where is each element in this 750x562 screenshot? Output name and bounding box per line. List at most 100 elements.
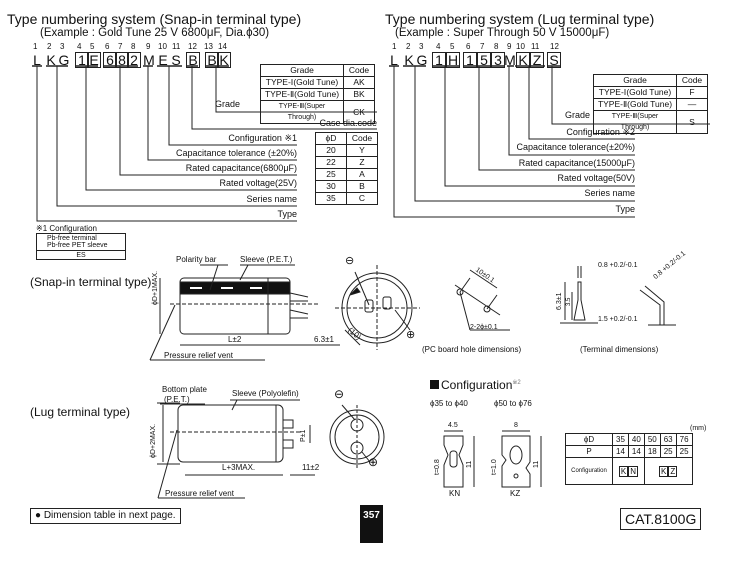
td: Y: [346, 144, 378, 157]
code-char: 2: [127, 52, 141, 68]
th: ϕD: [315, 132, 347, 145]
code-char: 3: [491, 52, 505, 68]
td: Configuration: [565, 457, 613, 485]
pos: 1: [392, 42, 397, 51]
lug-captol-label: Capacitance tolerance(±20%): [516, 142, 635, 152]
lug-capacitor-side-view: [157, 399, 315, 499]
pos: 1: [33, 42, 38, 51]
snap-series-label: Series name: [246, 194, 297, 204]
td: 40: [627, 433, 645, 446]
case-dia-label: Case dia.code: [319, 118, 377, 128]
code-char: 8: [115, 52, 129, 68]
td: 25: [659, 445, 677, 458]
td: 25: [675, 445, 693, 458]
td: S: [676, 110, 708, 134]
pos: 7: [118, 42, 123, 51]
pos: 9: [146, 42, 151, 51]
kn-thickness: t=0.8: [434, 459, 441, 475]
td: ϕD: [565, 433, 613, 446]
lug-capacitor-end-view: [329, 404, 385, 470]
config-range1: ϕ35 to ϕ40: [430, 399, 468, 408]
note-line: Pb-free PET sleeve: [47, 242, 108, 249]
th: Code: [346, 132, 378, 145]
snap-ratedcap-label: Rated capacitance(6800μF): [185, 163, 297, 173]
td: 25: [315, 168, 347, 181]
code-char: S: [171, 52, 181, 68]
pos: 7: [480, 42, 485, 51]
lug-config-label: Configuration ※2: [566, 127, 635, 137]
kn-height: 11: [466, 460, 473, 468]
bottom-plate-label: Bottom plate: [162, 385, 207, 394]
pos: 4: [77, 42, 82, 51]
pos: 3: [419, 42, 424, 51]
td: 35: [315, 192, 347, 205]
code-char: M: [143, 52, 155, 68]
code-char: 1: [463, 52, 477, 68]
td: AK: [343, 76, 375, 89]
td: TYPE-Ⅰ(Gold Tune): [260, 76, 344, 89]
pcb-hole-diagram: [454, 269, 510, 331]
snap-type-label: Type: [277, 209, 297, 219]
bottom-plate-label-2: (P.E.T.): [164, 395, 190, 404]
pos: 9: [507, 42, 512, 51]
pos: 5: [90, 42, 95, 51]
note-line: Pb-free terminal: [47, 235, 97, 242]
kz-label: KZ: [510, 489, 521, 498]
kz-lug-shape: [501, 430, 542, 488]
td: 50: [643, 433, 661, 446]
terminal-dimension-diagram: [560, 266, 676, 326]
td: BK: [343, 88, 375, 101]
plus-icon: ⊕: [368, 455, 379, 469]
lug-lead-label: 11±2: [302, 463, 320, 472]
th: Code: [343, 64, 375, 77]
code-char: K: [404, 52, 414, 68]
snap-capacitor-side-view: [149, 264, 340, 361]
code-char: 5: [477, 52, 491, 68]
config-mark: ※2: [512, 380, 521, 386]
lug-length-label: L+3MAX.: [222, 463, 256, 472]
th: Code: [676, 74, 708, 87]
minus-icon: ⊖: [334, 387, 345, 401]
lug-example: (Example : Super Through 50 V 15000μF): [395, 27, 610, 39]
kz-height: 11: [533, 460, 540, 468]
page-number: 357: [360, 505, 383, 543]
snap-grade-label: Grade: [214, 99, 240, 109]
pos: 8: [131, 42, 136, 51]
note-box: Pb-free terminal Pb-free PET sleeve ES: [36, 233, 126, 260]
td: 30: [315, 180, 347, 193]
lug-pitch-label: P±1: [300, 429, 307, 442]
dimension-note: ● Dimension table in next page.: [30, 508, 181, 524]
sleeve-label: Sleeve (P.E.T.): [240, 255, 293, 264]
lead-label: 6.3±1: [314, 335, 334, 344]
lug-drawing-heading: (Lug terminal type): [30, 405, 131, 419]
kn-lug-shape: [443, 430, 475, 488]
th: Grade: [593, 74, 677, 87]
pos: 10: [158, 42, 167, 51]
kz-width: 8: [514, 422, 518, 429]
code-char: L: [33, 52, 41, 68]
td: 63: [659, 433, 677, 446]
lug-diameter-label: ϕD+2MAX.: [150, 423, 157, 458]
pos: 2: [406, 42, 411, 51]
pos: 11: [531, 42, 540, 51]
code-char: B: [186, 52, 200, 68]
lug-vent-label: Pressure relief vent: [165, 489, 234, 498]
code-char: G: [416, 52, 428, 68]
square-bullet-icon: [430, 380, 439, 389]
note-code: ES: [76, 252, 86, 259]
note-title: ※1 Configuration: [36, 224, 97, 233]
code-char: K: [46, 52, 56, 68]
config-range2: ϕ50 to ϕ76: [494, 399, 532, 408]
terminal-base-label: 1.5 +0.2/-0.1: [598, 316, 638, 323]
th: Grade: [260, 64, 344, 77]
kz-thickness: t=1.0: [491, 459, 498, 475]
kz-k: K: [659, 465, 669, 477]
diameter-label: ϕD+1MAX.: [152, 270, 159, 305]
kn-n: N: [628, 465, 638, 477]
td: TYPE-Ⅲ(Super Through): [593, 110, 677, 134]
code-char: K: [516, 52, 530, 68]
kn-width: 4.5: [448, 422, 458, 429]
